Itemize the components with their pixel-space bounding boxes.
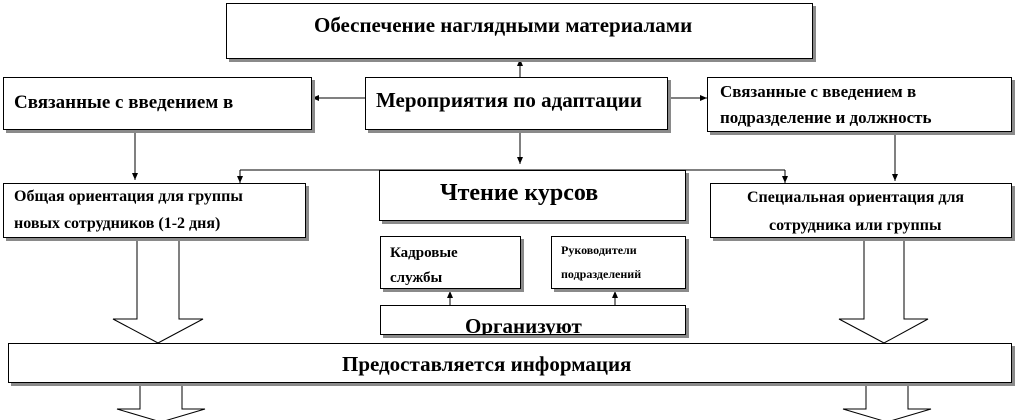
hr-services-line2: службы xyxy=(390,270,443,286)
general-orientation-line2: новых сотрудников (1-2 дня) xyxy=(14,215,221,232)
organize-label: Организуют xyxy=(465,314,582,335)
courses-box: Чтение курсов xyxy=(379,170,686,221)
general-orientation-line1: Общая ориентация для группы xyxy=(14,188,243,205)
adaptation-measures-box: Мероприятия по адаптации xyxy=(365,77,668,130)
organize-box: Организуют xyxy=(380,305,686,335)
dept-heads-box: Руководители подразделений xyxy=(551,236,686,289)
block-arrow-bottom-left xyxy=(116,382,206,420)
special-orientation-line1: Специальная ориентация для xyxy=(747,189,965,206)
special-orientation-box: Специальная ориентация для сотрудника ил… xyxy=(710,183,1012,238)
information-bar: Предоставляется информация xyxy=(8,343,1012,383)
dept-intro-label-line1: Связанные с введением в xyxy=(720,82,917,101)
org-intro-label: Связанные с введением в организацию xyxy=(14,92,234,129)
general-orientation-box: Общая ориентация для группы новых сотруд… xyxy=(3,183,306,238)
org-intro-box: Связанные с введением в организацию xyxy=(3,77,312,130)
special-orientation-line2: сотрудника или группы xyxy=(769,217,942,234)
block-arrow-left xyxy=(112,239,204,344)
courses-label: Чтение курсов xyxy=(440,180,599,206)
dept-heads-line2: подразделений xyxy=(561,267,642,281)
block-arrow-right xyxy=(838,239,929,344)
hr-services-box: Кадровые службы xyxy=(380,236,521,289)
dept-intro-box: Связанные с введением в подразделение и … xyxy=(707,77,1012,132)
visual-aids-box: Обеспечение наглядными материалами xyxy=(226,3,813,59)
block-arrow-bottom-right xyxy=(842,382,932,420)
dept-intro-label-line2: подразделение и должность xyxy=(720,108,932,127)
adaptation-measures-label: Мероприятия по адаптации xyxy=(376,88,642,112)
visual-aids-label: Обеспечение наглядными материалами xyxy=(314,13,693,37)
information-label: Предоставляется информация xyxy=(342,352,632,376)
dept-heads-line1: Руководители xyxy=(561,243,637,257)
hr-services-line1: Кадровые xyxy=(390,245,458,261)
